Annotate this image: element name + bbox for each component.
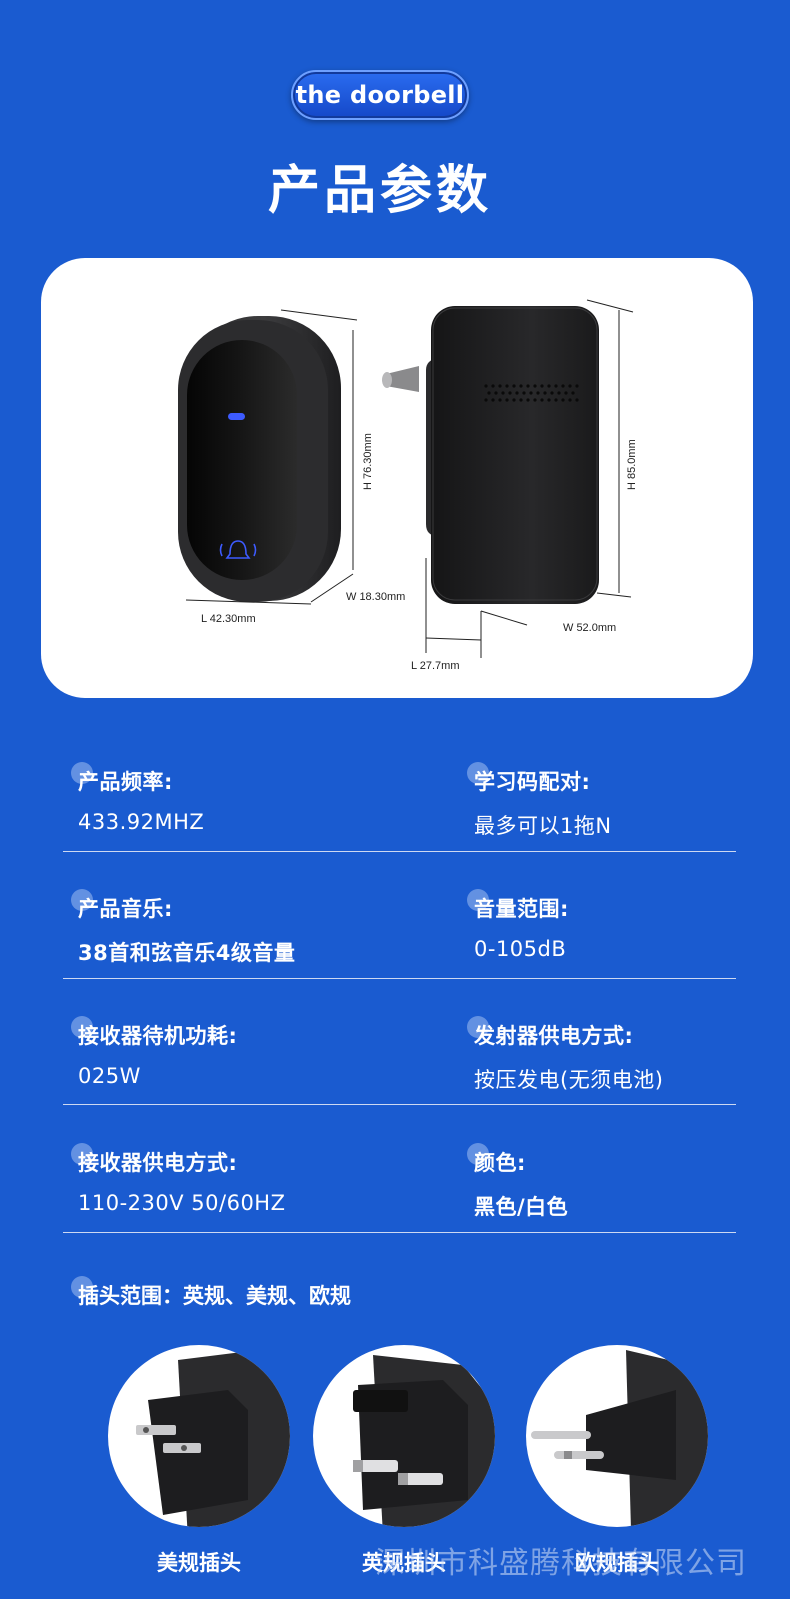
button-height-label: H 76.30mm: [362, 433, 374, 490]
spec-receiver-power: 接收器供电方式: 110-230V 50/60HZ: [71, 1143, 408, 1215]
dimension-illustration: H 76.30mm W 18.30mm L 42.30mm H 85.0mm W…: [178, 299, 638, 672]
bullet-dot: [71, 889, 93, 911]
us-plug-label: 美规插头: [157, 1551, 241, 1575]
spec-transmitter-power: 发射器供电方式: 按压发电(无须电池): [467, 1016, 790, 1094]
company-watermark: 深圳市科盛腾科技有限公司: [375, 1546, 747, 1581]
spec-label: 音量范围:: [474, 897, 569, 921]
us-plug-icon: [108, 1345, 290, 1527]
spec-label: 接收器待机功耗:: [78, 1024, 238, 1048]
divider: [63, 851, 736, 852]
bullet-dot: [467, 1143, 489, 1165]
spec-music: 产品音乐: 38首和弦音乐4级音量: [71, 889, 408, 967]
spec-label: 产品音乐:: [78, 897, 173, 921]
product-dimension-card: H 76.30mm W 18.30mm L 42.30mm H 85.0mm W…: [41, 258, 753, 698]
spec-value: 433.92MHZ: [78, 810, 205, 834]
button-length-label: L 42.30mm: [201, 613, 256, 625]
bullet-dot: [71, 1016, 93, 1038]
bullet-dot: [71, 1143, 93, 1165]
receiver-height-label: H 85.0mm: [626, 439, 638, 490]
uk-plug-icon: [313, 1345, 495, 1527]
spec-standby-power: 接收器待机功耗: 025W: [71, 1016, 408, 1088]
spec-label: 产品频率:: [78, 770, 173, 794]
spec-label: 发射器供电方式:: [474, 1024, 634, 1048]
spec-label: 接收器供电方式:: [78, 1151, 238, 1175]
spec-color: 颜色: 黑色/白色: [467, 1143, 790, 1221]
receiver-length-label: L 27.7mm: [411, 660, 460, 672]
spec-value: 110-230V 50/60HZ: [78, 1191, 286, 1215]
divider: [63, 1104, 736, 1105]
receiver-width-label: W 52.0mm: [563, 622, 616, 634]
spec-frequency: 产品频率: 433.92MHZ: [71, 762, 408, 834]
spec-pairing: 学习码配对: 最多可以1拖N: [467, 762, 790, 840]
push-button-device: [178, 316, 341, 602]
spec-label: 学习码配对:: [474, 770, 591, 794]
bullet-dot: [467, 1016, 489, 1038]
divider: [63, 1232, 736, 1233]
spec-value: 025W: [78, 1064, 141, 1088]
badge-text: the doorbell: [295, 81, 465, 109]
spec-label: 颜色:: [474, 1151, 526, 1175]
bullet-dot: [467, 762, 489, 784]
eu-plug-icon: [526, 1345, 708, 1527]
doorbell-badge: the doorbell: [291, 70, 469, 120]
page-title: 产品参数: [267, 161, 492, 221]
bullet-dot: [71, 762, 93, 784]
eu-plug-label: 欧规插头: [575, 1551, 659, 1575]
spec-value: 按压发电(无须电池): [474, 1068, 664, 1092]
plug-range: 插头范围：英规、美规、欧规: [71, 1276, 351, 1310]
spec-volume: 音量范围: 0-105dB: [467, 889, 790, 961]
bullet-dot: [71, 1276, 93, 1298]
button-width-label: W 18.30mm: [346, 591, 405, 603]
uk-plug-label: 英规插头: [362, 1551, 446, 1575]
bullet-dot: [467, 889, 489, 911]
spec-value: 最多可以1拖N: [474, 814, 612, 838]
receiver-device: [382, 306, 599, 604]
spec-value: 0-105dB: [474, 937, 567, 961]
spec-value: 38首和弦音乐4级音量: [78, 941, 296, 965]
divider: [63, 978, 736, 979]
plug-range-text: 插头范围：英规、美规、欧规: [78, 1284, 351, 1308]
spec-value: 黑色/白色: [474, 1195, 569, 1219]
